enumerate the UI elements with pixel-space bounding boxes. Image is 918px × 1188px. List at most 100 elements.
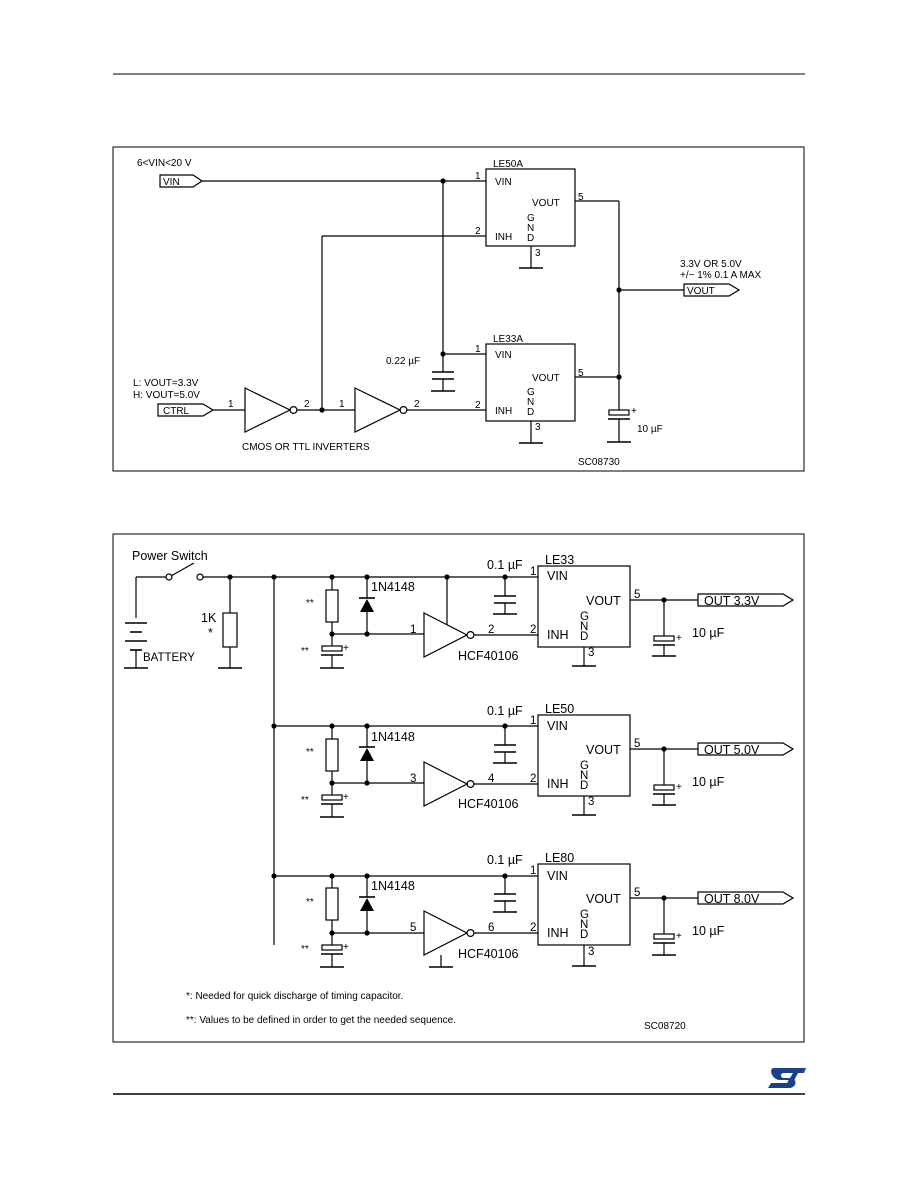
value-mark: ** [301, 795, 309, 806]
ctrl-low-label: L: VOUT=3.3V [133, 378, 199, 389]
pin-gnd-n: N [527, 397, 534, 408]
pin-number: 1 [228, 399, 234, 410]
output-port [697, 742, 795, 756]
figure-code: SC08730 [578, 457, 620, 468]
pin-number: 1 [475, 344, 481, 355]
regulator-name: LE50A [493, 159, 523, 170]
inverter-hcf40106 [423, 910, 469, 956]
pin-gnd-n: N [580, 621, 588, 633]
pin-number: 2 [530, 922, 536, 934]
pin-gnd-d: D [580, 780, 588, 792]
vout-port [683, 283, 741, 297]
vin-port [159, 174, 204, 188]
input-cap-label: 0.1 µF [487, 853, 523, 867]
inverter-b: 1 2 [339, 387, 420, 433]
pin-gnd-d: D [527, 233, 534, 244]
inverter-hcf40106 [423, 761, 469, 807]
figure-1-frame [112, 146, 805, 472]
pin-number: 2 [475, 226, 481, 237]
pin-number: 3 [588, 647, 594, 659]
pin-vin-label: VIN [547, 569, 568, 583]
figure-1: 6<VIN<20 V VIN 0.22 µF LE50A VIN VOUT IN… [112, 146, 805, 472]
timing-capacitor [321, 944, 343, 951]
svg-text:+: + [676, 633, 682, 644]
pin-number: 2 [488, 624, 494, 636]
value-mark: ** [306, 897, 314, 908]
timing-resistor [325, 887, 339, 921]
pin-number: 2 [475, 400, 481, 411]
pin-gnd-g: G [580, 909, 589, 921]
vin-port-label: VIN [163, 177, 180, 188]
regulator-le50a: LE50A VIN VOUT INH G N D 1 2 5 3 [475, 159, 584, 269]
output-capacitor [653, 635, 675, 642]
pin-number: 2 [304, 399, 310, 410]
pin-number: 5 [634, 887, 640, 899]
output-cap-label: 10 µF [692, 626, 725, 640]
pin-vin-label: VIN [495, 177, 512, 188]
regulator-name: LE50 [545, 702, 574, 716]
svg-text:+: + [676, 931, 682, 942]
timing-capacitor [321, 794, 343, 801]
vin-range-label: 6<VIN<20 V [137, 158, 192, 169]
pin-inh-label: INH [495, 232, 512, 243]
pin-gnd-n: N [580, 919, 588, 931]
pin-number: 3 [588, 946, 594, 958]
pin-vout-label: VOUT [586, 892, 621, 906]
inverter-label: HCF40106 [458, 947, 518, 961]
pin-number: 3 [535, 248, 541, 259]
ctrl-high-label: H: VOUT=5.0V [133, 390, 200, 401]
pin-number: 1 [339, 399, 345, 410]
pin-vin-label: VIN [547, 869, 568, 883]
note-double-star: **: Values to be defined in order to get… [186, 1015, 456, 1026]
pin-number: 5 [410, 922, 416, 934]
vout-port-label: VOUT [687, 286, 715, 297]
pin-number: 5 [634, 589, 640, 601]
figure-2-frame [112, 533, 805, 1043]
value-mark: ** [301, 944, 309, 955]
figure-2: Power Switch BATTERY 1K * [112, 533, 805, 1043]
diode-1n4148 [360, 599, 374, 612]
output-cap-label: 10 µF [637, 424, 663, 435]
pin-vin-label: VIN [495, 350, 512, 361]
stage-le50: + VIN VOUT INH G N D + [274, 714, 795, 818]
pin-gnd-g: G [527, 213, 535, 224]
svg-text:+: + [343, 643, 349, 654]
pin-gnd-g: G [527, 387, 535, 398]
pin-inh-label: INH [547, 926, 569, 940]
vout-spec-line2: +/− 1% 0.1 A MAX [680, 270, 761, 281]
value-mark: ** [306, 598, 314, 609]
regulator-box [537, 565, 631, 648]
resistor-1k [222, 612, 238, 648]
output-capacitor: + [606, 406, 637, 443]
value-mark: ** [306, 747, 314, 758]
junction-dot [271, 574, 277, 580]
pin-number: 2 [530, 624, 536, 636]
output-port [697, 593, 795, 607]
inverter-label: HCF40106 [458, 797, 518, 811]
diode-label: 1N4148 [371, 879, 415, 893]
battery [123, 622, 149, 669]
output-label: OUT 3.3V [704, 594, 760, 608]
stage-le80: + VIN VOUT INH G N D [274, 863, 795, 968]
pin-gnd-g: G [580, 760, 589, 772]
pin-inh-label: INH [495, 406, 512, 417]
vout-spec-line1: 3.3V OR 5.0V [680, 259, 742, 270]
pin-gnd-n: N [580, 770, 588, 782]
regulator-le33a: LE33A VIN VOUT INH G N D 1 2 5 3 [475, 334, 584, 444]
pin-vin-label: VIN [547, 719, 568, 733]
pin-number: 1 [530, 566, 536, 578]
pin-inh-label: INH [547, 628, 569, 642]
pin-number: 4 [488, 773, 495, 785]
diode-label: 1N4148 [371, 580, 415, 594]
pin-gnd-d: D [580, 929, 588, 941]
diode-1n4148 [360, 748, 374, 761]
pin-number: 5 [578, 368, 584, 379]
inverters-label: CMOS OR TTL INVERTERS [242, 442, 370, 453]
regulator-box [537, 863, 631, 946]
output-label: OUT 5.0V [704, 743, 760, 757]
pin-number: 2 [530, 773, 536, 785]
pin-vout-label: VOUT [532, 373, 560, 384]
output-capacitor [653, 784, 675, 791]
pin-gnd-d: D [527, 407, 534, 418]
output-label: OUT 8.0V [704, 892, 760, 906]
